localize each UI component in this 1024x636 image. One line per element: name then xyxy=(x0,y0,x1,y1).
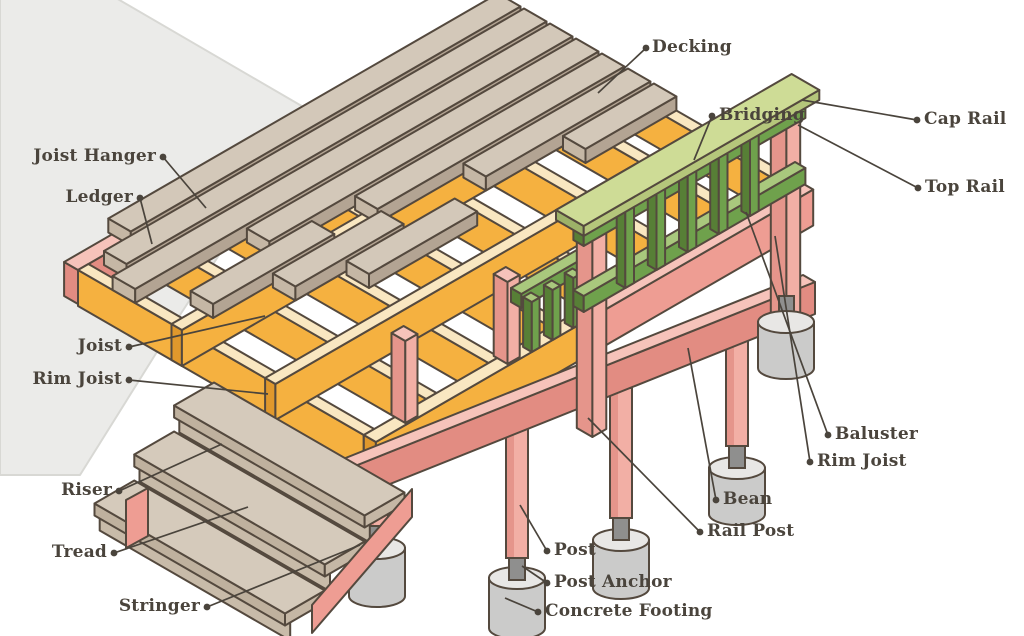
leader-lines xyxy=(110,44,922,616)
decking-boards xyxy=(103,0,678,319)
railing xyxy=(510,73,821,438)
